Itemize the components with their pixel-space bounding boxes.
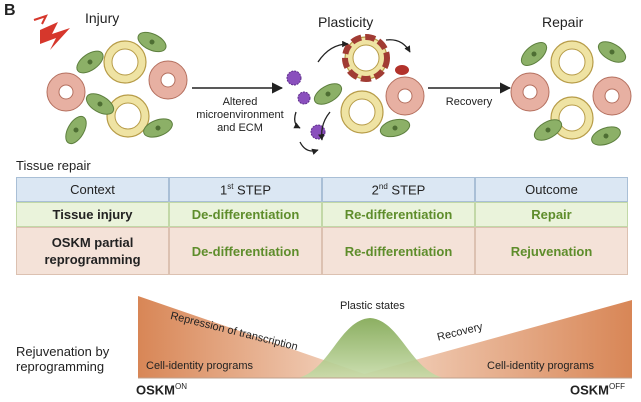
arrow-label-altered: Altered microenvironment and ECM: [196, 96, 284, 135]
arrow-label-line: and ECM: [217, 122, 263, 134]
comparison-table: Context 1st STEP 2nd STEP Outcome Tissue…: [16, 177, 628, 275]
table-header-row: Context 1st STEP 2nd STEP Outcome: [16, 177, 628, 202]
cell-outcome-oskm: Rejuvenation: [475, 227, 628, 275]
header-step2: 2nd STEP: [322, 177, 475, 202]
injury-cell-cluster: [46, 27, 188, 148]
stage-title-plasticity: Plasticity: [318, 14, 374, 30]
section-title-tissue-repair: Tissue repair: [16, 158, 91, 173]
cell-step2-injury: Re-differentiation: [322, 202, 475, 227]
label-oskm-on: OSKMON: [136, 382, 187, 397]
panel-letter: B: [4, 2, 16, 19]
label-cell-identity-left: Cell-identity programs: [146, 360, 253, 372]
arrow-label-recovery: Recovery: [445, 96, 493, 108]
cell-step1-oskm: De-differentiation: [169, 227, 322, 275]
table-row-oskm: OSKM partial reprogramming De-differenti…: [16, 227, 628, 275]
oskm-on-base: OSKM: [136, 382, 175, 398]
header-step1: 1st STEP: [169, 177, 322, 202]
rejuvenation-diagram: [138, 296, 632, 379]
cell-outcome-injury: Repair: [475, 202, 628, 227]
lightning-icon: [33, 14, 70, 50]
cell-context-oskm: OSKM partial reprogramming: [16, 227, 169, 275]
rejuvenation-label-line1: Rejuvenation by: [16, 344, 110, 359]
cell-step1-injury: De-differentiation: [169, 202, 322, 227]
label-oskm-off: OSKMOFF: [570, 382, 625, 397]
oskm-on-sup: ON: [175, 382, 187, 391]
step1-word: STEP: [233, 182, 272, 198]
header-context: Context: [16, 177, 169, 202]
arrow-label-line: Altered: [222, 96, 258, 108]
wedge-cell-identity-right: [350, 300, 632, 378]
step2-word: STEP: [387, 182, 426, 198]
step2-ordinal: nd: [378, 181, 388, 191]
immune-cell-icon: [286, 70, 326, 140]
oskm-off-base: OSKM: [570, 382, 609, 398]
cell-context-injury: Tissue injury: [16, 202, 169, 227]
step1-number: 1: [219, 182, 228, 198]
header-outcome: Outcome: [475, 177, 628, 202]
plasticity-cell-cluster: [286, 34, 425, 155]
rejuvenation-label: Rejuvenation by reprogramming: [16, 344, 109, 374]
repair-cell-cluster: [510, 37, 632, 150]
oskm-off-sup: OFF: [609, 382, 625, 391]
label-cell-identity-right: Cell-identity programs: [487, 360, 594, 372]
stage-title-injury: Injury: [85, 10, 120, 26]
label-plastic-states: Plastic states: [340, 300, 405, 312]
step1-ordinal: st: [227, 181, 234, 191]
table-row-tissue-injury: Tissue injury De-differentiation Re-diff…: [16, 202, 628, 227]
tissue-illustration: [33, 14, 632, 155]
hill-plastic-states: [298, 318, 444, 378]
step2-number: 2: [371, 182, 379, 198]
cell-step2-oskm: Re-differentiation: [322, 227, 475, 275]
oskm-context-line2: reprogramming: [44, 252, 141, 267]
stage-title-repair: Repair: [542, 14, 584, 30]
oskm-context-line1: OSKM partial: [51, 235, 134, 250]
arrow-label-line: microenvironment: [196, 109, 284, 121]
wedge-cell-identity-left: [138, 296, 376, 378]
rejuvenation-label-line2: reprogramming: [16, 359, 105, 374]
